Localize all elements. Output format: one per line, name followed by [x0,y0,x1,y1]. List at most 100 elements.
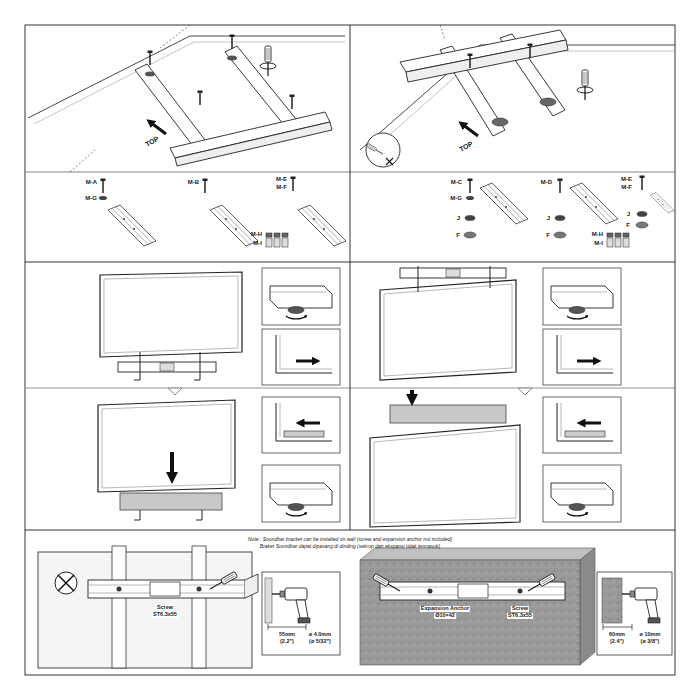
part-code: F [546,232,550,238]
tv-back-assembly-left [265,46,271,76]
part-callout: ST6.3x55 [152,612,178,618]
tv-front-soundbar [134,510,202,520]
tv-front-bracket [160,363,174,371]
wall-mount-bottom [360,548,595,560]
wall-mount-bottom [527,573,556,593]
part-code: M-I [253,240,262,246]
tv-front-soundbar [374,429,516,523]
tv-front-soundbar [543,465,621,522]
tv-back-assembly-right [492,118,508,126]
wall-mount-bottom [458,584,488,598]
parts-row [636,222,648,228]
tv-front-soundbar [102,404,231,488]
parts-row [108,205,156,246]
parts-row [607,233,629,247]
note-text: Note : Soundbar bracket can be installed… [248,537,452,542]
tv-back-assembly-left [135,64,205,146]
frame [168,388,182,395]
part-code: M-F [621,184,632,190]
tv-back-assembly-right [367,143,384,155]
parts-row [210,205,258,246]
tv-front-bracket [104,276,238,353]
part-callout: Screw [156,605,174,611]
part-code: M-E [621,176,632,182]
dimension-label: (2.4") [610,639,624,645]
orientation-label: TOP [458,140,474,153]
tv-mount-bottom [265,578,272,623]
tv-back-assembly-right [406,40,568,82]
part-code: M-I [594,240,603,246]
part-code: M-H [592,231,603,237]
tv-front-soundbar [120,493,222,510]
tv-back-assembly-left [145,72,155,77]
wall-mount-bottom [603,624,632,630]
parts-row [298,205,346,246]
part-code: M-C [451,179,462,185]
tv-front-bracket [262,329,340,385]
tv-back-assembly-left [148,51,153,66]
tv-mount-bottom [272,588,310,623]
dimension-label: (2.2") [280,639,294,645]
wall-mount-bottom [360,560,580,665]
part-code: J [627,211,630,217]
tv-back-assembly-left [290,95,295,110]
parts-row [203,179,208,194]
parts-row [101,179,106,194]
tv-front-soundbar [170,452,174,478]
dimension-label: 55mm [279,632,295,638]
part-callout: Ø10×42 [434,613,456,619]
parts-row [570,183,618,224]
parts-row [555,216,565,221]
wall-mount-bottom [602,578,622,623]
tv-front-soundbar [98,390,621,527]
tv-mount-bottom [150,582,180,596]
orientation-label: TOP [144,135,160,148]
part-callout: Screw [511,606,529,612]
tv-front-soundbar [390,405,506,423]
parts-row [468,179,473,194]
part-code: M-F [276,184,287,190]
part-code: F [626,222,630,228]
tv-back-assembly-right [528,44,533,59]
frame [25,25,675,675]
frame [518,388,532,395]
parts-row [465,216,475,221]
tv-mount-bottom [38,552,252,668]
dimension-label: (ø 5/32") [309,639,331,645]
tv-mount-bottom [245,574,258,598]
parts-row [266,233,288,247]
wall-mount-bottom [597,572,672,655]
tv-back-assembly-left [198,91,203,106]
wall-mount-bottom [580,548,595,665]
note-text: Braket Soundbar dapat dipasang di dindin… [260,544,440,549]
frame [350,25,351,530]
wall-mount-bottom [622,588,660,623]
tv-front-soundbar [262,465,340,522]
parts-row [464,232,476,238]
tv-front-soundbar [410,390,414,400]
parts-row [558,179,563,194]
part-code: M-A [86,179,97,185]
parts-row [99,196,107,200]
parts-row [640,176,645,191]
tv-back-assembly-left [227,56,237,61]
tv-back-assembly-right [366,133,400,167]
parts-row [650,193,674,214]
tv-front-soundbar [98,400,235,492]
part-code: M-E [276,176,287,182]
tv-mount-bottom [38,546,340,668]
tv-front-bracket [446,269,460,277]
part-code: M-H [251,231,262,237]
tv-mount-bottom [117,587,122,592]
tv-back-assembly-left [34,42,345,124]
tv-back-assembly-left [28,25,345,172]
tv-front-bracket [262,268,340,325]
tv-mount-bottom [262,572,340,655]
wall-mount-bottom [360,548,672,665]
tv-front-bracket [543,329,621,385]
wall-mount-bottom [373,573,402,593]
part-code: J [547,215,550,221]
parts-row [480,183,528,224]
tv-front-bracket [543,268,621,325]
